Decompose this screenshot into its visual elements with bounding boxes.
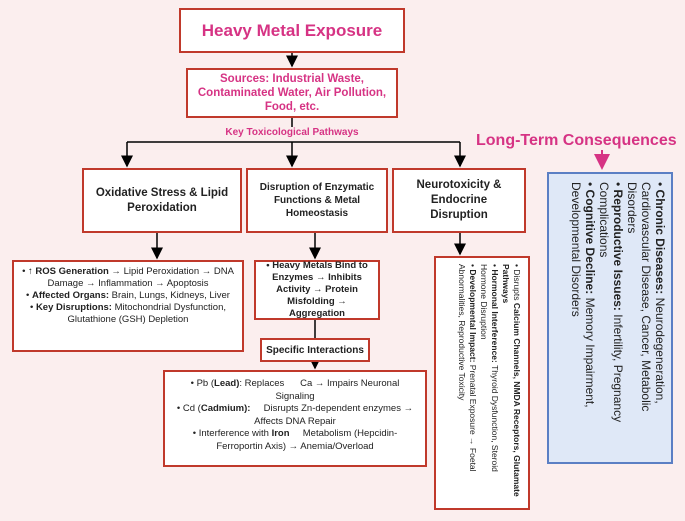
disruptions-bold: Key Disruptions: <box>35 302 112 313</box>
neuro-item-2: Hormonal Interference: Thyroid Dysfuncti… <box>478 264 500 504</box>
pathways-label: Key Toxicological Pathways <box>222 127 362 138</box>
sources-text: Sources: Industrial Waste, Contaminated … <box>197 73 387 113</box>
cd-pre: Cd ( <box>182 403 201 414</box>
specific-details-box: Pb (Lead): Replaces Ca → Impairs Neurona… <box>163 370 427 467</box>
oxidative-details-box: ↑ ROS Generation → Lipid Peroxidation → … <box>12 260 244 352</box>
chronic-item: Chronic Diseases: Neurodegeneration, Car… <box>625 182 667 456</box>
organs-item: Affected Organs: Brain, Lungs, Kidneys, … <box>22 290 234 302</box>
pathway-oxidative-label: Oxidative Stress & Lipid Peroxidation <box>95 186 229 214</box>
pb-bold: Lead) <box>214 378 240 389</box>
fe-text: Metabolism (Hepcidin-Ferroportin Axis) →… <box>216 428 398 452</box>
specific-label: Specific Interactions <box>266 344 364 356</box>
cognitive-bold: Cognitive Decline: <box>583 189 597 295</box>
pathway-neuro: Neurotoxicity & Endocrine Disruption <box>392 168 526 233</box>
organs-text: Brain, Lungs, Kidneys, Liver <box>109 290 230 301</box>
pathway-enzymatic: Disruption of Enzymatic Functions & Meta… <box>246 168 388 233</box>
page-title: Heavy Metal Exposure <box>201 20 383 40</box>
pathway-oxidative: Oxidative Stress & Lipid Peroxidation <box>82 168 242 233</box>
fe-bold: Iron <box>271 428 290 439</box>
title-box: Heavy Metal Exposure <box>179 8 405 53</box>
neuro-item-2-bold: Hormonal Interference: <box>490 269 500 363</box>
sources-box: Sources: Industrial Waste, Contaminated … <box>186 68 398 118</box>
cognitive-item: Cognitive Decline: Memory Impairment, De… <box>569 182 597 456</box>
neuro-details-rotated: Disrupts Calcium Channels, NMDA Receptor… <box>456 264 522 504</box>
enzymatic-details-box: Heavy Metals Bind to Enzymes → Inhibits … <box>254 260 380 320</box>
fe-pre: Interference with <box>198 428 272 439</box>
cd-text: Disrupts Zn-dependent enzymes → Affects … <box>250 403 416 427</box>
neuro-item-1: Disrupts Calcium Channels, NMDA Receptor… <box>500 264 522 504</box>
neuro-item-3-bold: Developmental Impact: <box>468 269 478 363</box>
chronic-bold: Chronic Diseases: <box>653 189 667 295</box>
neuro-details-box: Disrupts Calcium Channels, NMDA Receptor… <box>434 256 530 510</box>
enzymatic-details-text: Heavy Metals Bind to Enzymes → Inhibits … <box>262 260 372 320</box>
pb-item: Pb (Lead): Replaces Ca → Impairs Neurona… <box>173 378 417 403</box>
ros-bold: ↑ ROS Generation <box>28 266 109 277</box>
cd-bold: Cadmium): <box>200 403 251 414</box>
repro-item: Reproductive Issues: Infertility, Pregna… <box>597 182 625 456</box>
pathway-enzymatic-label: Disruption of Enzymatic Functions & Meta… <box>259 182 375 219</box>
neuro-item-1-pre: Disrupts <box>512 269 522 303</box>
organs-bold: Affected Organs: <box>31 290 110 301</box>
specific-label-box: Specific Interactions <box>260 338 370 362</box>
fe-item: Interference with Iron Metabolism (Hepci… <box>173 428 417 453</box>
disruptions-text: Mitochondrial Dysfunction, Glutathione (… <box>67 302 227 325</box>
repro-bold: Reproductive Issues: <box>611 189 625 311</box>
pb-text: : Replaces Ca → Impairs Neuronal Signali… <box>239 378 402 402</box>
disruptions-item: Key Disruptions: Mitochondrial Dysfuncti… <box>22 302 234 326</box>
pb-pre: Pb ( <box>196 378 215 389</box>
neuro-item-3: Developmental Impact: Prenatal Exposure … <box>456 264 478 504</box>
pathway-neuro-label: Neurotoxicity & Endocrine Disruption <box>416 179 502 221</box>
consequences-box: Chronic Diseases: Neurodegeneration, Car… <box>547 172 673 464</box>
ros-text: → Lipid Peroxidation → DNA Damage → Infl… <box>47 266 234 289</box>
ros-item: ↑ ROS Generation → Lipid Peroxidation → … <box>22 266 234 290</box>
consequences-rotated: Chronic Diseases: Neurodegeneration, Car… <box>569 182 667 456</box>
cd-item: Cd (Cadmium): Disrupts Zn-dependent enzy… <box>173 403 417 428</box>
consequences-title: Long-Term Consequences <box>476 132 682 150</box>
